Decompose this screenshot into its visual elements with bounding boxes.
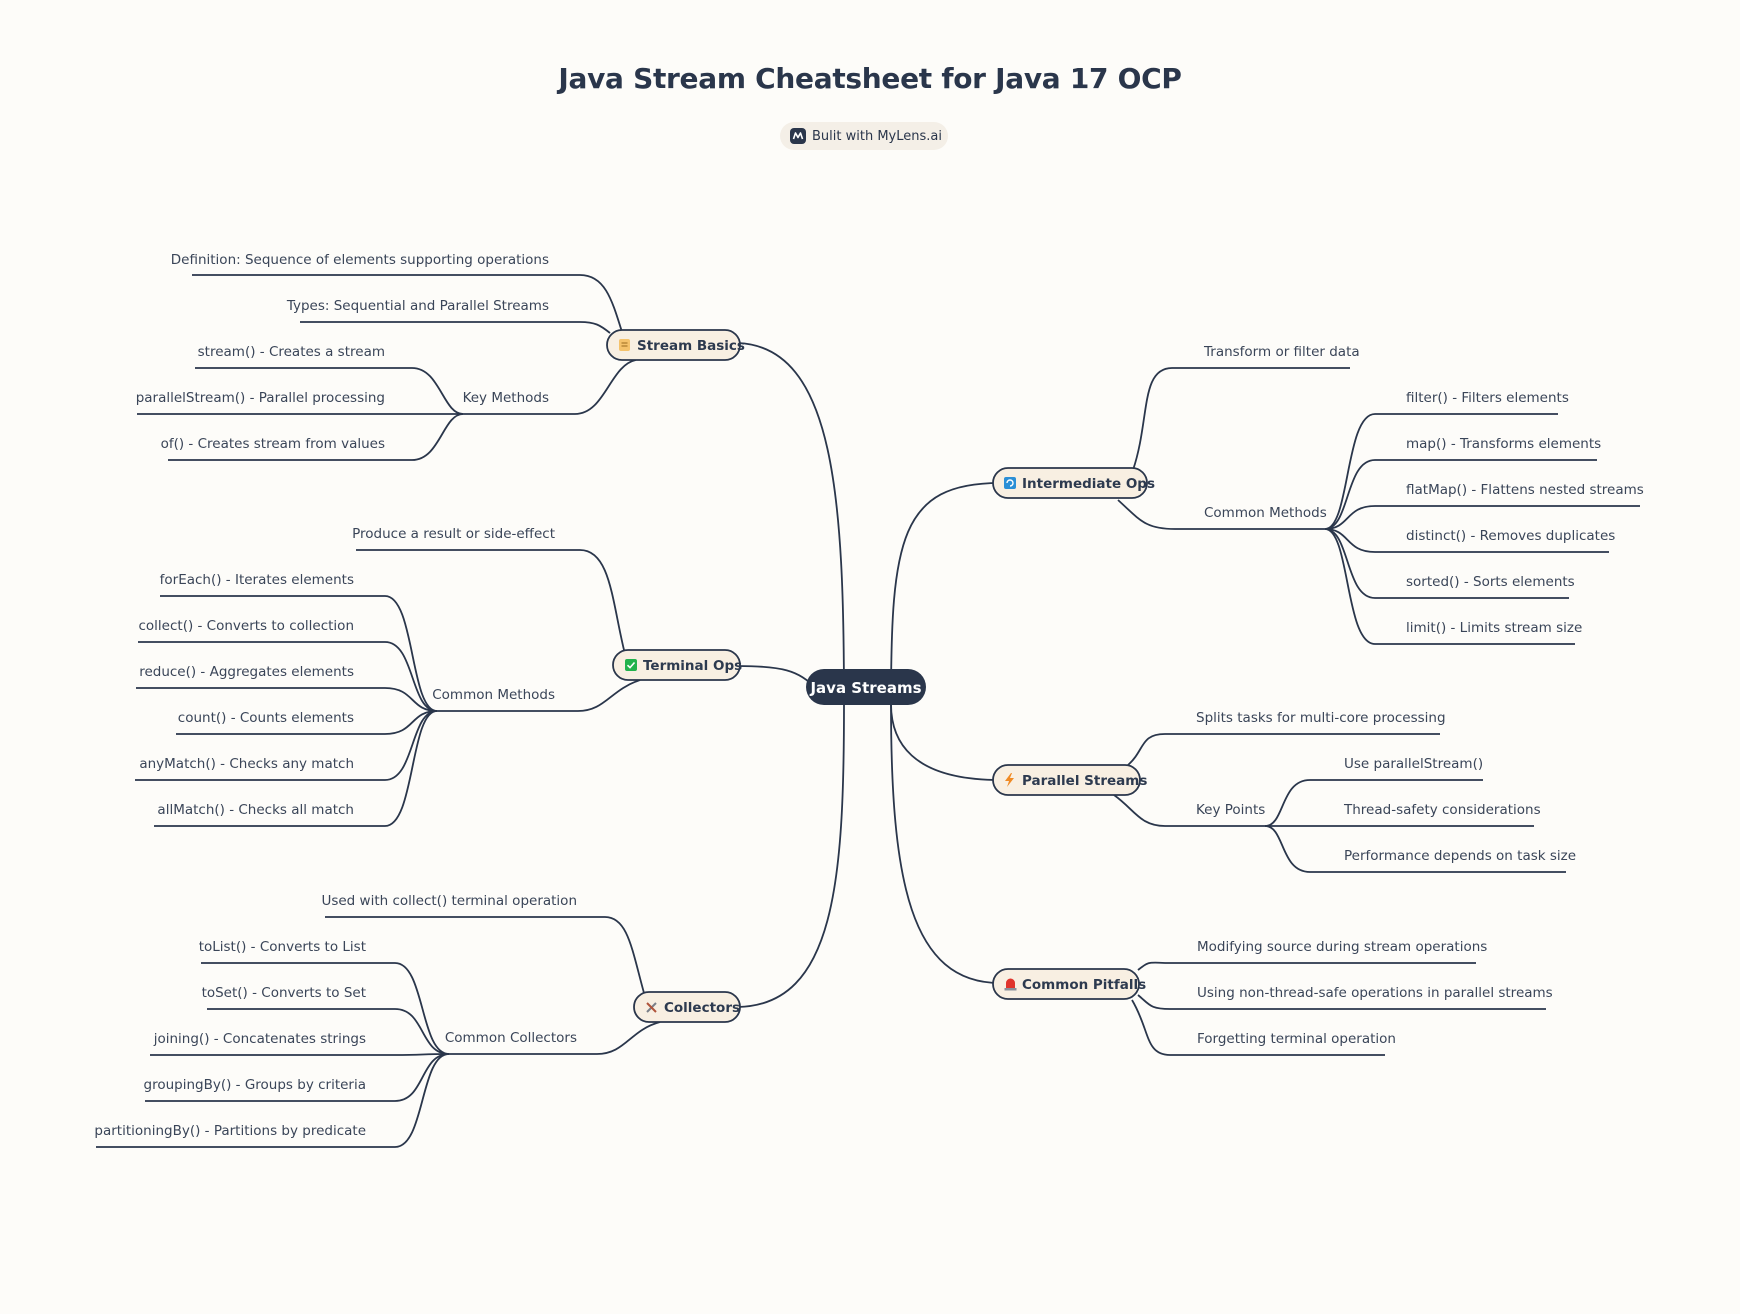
branch-label: Terminal Ops — [643, 658, 742, 674]
group-label: Common Methods — [1204, 505, 1327, 521]
branch-terminal-ops[interactable]: Terminal Ops — [612, 649, 742, 681]
leaf-text: map() - Transforms elements — [1406, 436, 1601, 452]
branch-intermediate-ops[interactable]: Intermediate Ops — [992, 467, 1155, 499]
leaf-text: of() - Creates stream from values — [161, 436, 385, 452]
leaf-text: allMatch() - Checks all match — [157, 802, 354, 818]
leaf-text: Forgetting terminal operation — [1197, 1031, 1396, 1047]
branch-label: Stream Basics — [637, 338, 745, 354]
check-box-icon — [625, 659, 637, 671]
leaf-text: Splits tasks for multi-core processing — [1196, 710, 1446, 726]
terminal-ops-children: Produce a result or side-effect Common M… — [138, 526, 555, 818]
leaf-text: partitioningBy() - Partitions by predica… — [94, 1123, 366, 1139]
leaf-text: filter() - Filters elements — [1406, 390, 1569, 406]
badge-label: Bulit with MyLens.ai — [812, 128, 942, 144]
lightning-icon — [1005, 773, 1014, 787]
leaf-text: parallelStream() - Parallel processing — [136, 390, 385, 406]
tools-icon — [646, 1002, 657, 1013]
branch-label: Collectors — [664, 1000, 740, 1016]
branch-stream-basics[interactable]: Stream Basics — [606, 329, 745, 361]
leaf-text: sorted() - Sorts elements — [1406, 574, 1575, 590]
leaf-text: flatMap() - Flattens nested streams — [1406, 482, 1644, 498]
collectors-children: Used with collect() terminal operation C… — [94, 893, 577, 1139]
page-title: Java Stream Cheatsheet for Java 17 OCP — [558, 62, 1182, 95]
leaf-text: Types: Sequential and Parallel Streams — [286, 298, 549, 314]
group-label: Key Methods — [463, 390, 549, 406]
leaf-text: Thread-safety considerations — [1343, 802, 1541, 818]
leaf-text: stream() - Creates a stream — [198, 344, 385, 360]
group-label: Key Points — [1196, 802, 1265, 818]
edges — [96, 274, 1640, 1148]
branch-label: Common Pitfalls — [1022, 977, 1146, 993]
leaf-text: collect() - Converts to collection — [138, 618, 354, 634]
leaf-text: joining() - Concatenates strings — [153, 1031, 366, 1047]
leaf-text: toList() - Converts to List — [199, 939, 366, 955]
leaf-text: forEach() - Iterates elements — [160, 572, 354, 588]
group-label: Common Collectors — [445, 1030, 577, 1046]
leaf-text: Used with collect() terminal operation — [321, 893, 577, 909]
parallel-streams-children: Splits tasks for multi-core processing K… — [1196, 710, 1576, 864]
leaf-text: Using non-thread-safe operations in para… — [1197, 985, 1553, 1001]
root-node[interactable]: Java Streams — [806, 669, 926, 705]
leaf-text: toSet() - Converts to Set — [202, 985, 366, 1001]
scroll-icon — [619, 339, 630, 351]
warning-light-icon — [1004, 978, 1017, 991]
leaf-text: limit() - Limits stream size — [1406, 620, 1582, 636]
leaf-text: Performance depends on task size — [1344, 848, 1576, 864]
cycle-icon — [1004, 477, 1016, 489]
leaf-text: groupingBy() - Groups by criteria — [144, 1077, 367, 1093]
leaf-text: anyMatch() - Checks any match — [139, 756, 354, 772]
root-label: Java Streams — [809, 679, 921, 697]
leaf-text: Use parallelStream() — [1344, 756, 1483, 772]
leaf-text: Transform or filter data — [1203, 344, 1360, 360]
stream-basics-children: Definition: Sequence of elements support… — [136, 252, 549, 452]
branch-common-pitfalls[interactable]: Common Pitfalls — [992, 968, 1146, 1000]
branch-label: Parallel Streams — [1022, 773, 1147, 789]
leaf-text: reduce() - Aggregates elements — [139, 664, 354, 680]
leaf-text: Modifying source during stream operation… — [1197, 939, 1487, 955]
branch-label: Intermediate Ops — [1022, 476, 1155, 492]
leaf-text: distinct() - Removes duplicates — [1406, 528, 1615, 544]
branch-parallel-streams[interactable]: Parallel Streams — [992, 764, 1147, 796]
built-with-badge[interactable]: Bulit with MyLens.ai — [780, 122, 948, 150]
branch-collectors[interactable]: Collectors — [633, 991, 741, 1023]
leaf-text: count() - Counts elements — [178, 710, 354, 726]
group-label: Common Methods — [432, 687, 555, 703]
leaf-text: Definition: Sequence of elements support… — [171, 252, 549, 268]
leaf-text: Produce a result or side-effect — [352, 526, 555, 542]
intermediate-ops-children: Transform or filter data Common Methods … — [1203, 344, 1644, 636]
mylens-logo-icon — [790, 128, 806, 144]
common-pitfalls-children: Modifying source during stream operation… — [1197, 939, 1553, 1047]
